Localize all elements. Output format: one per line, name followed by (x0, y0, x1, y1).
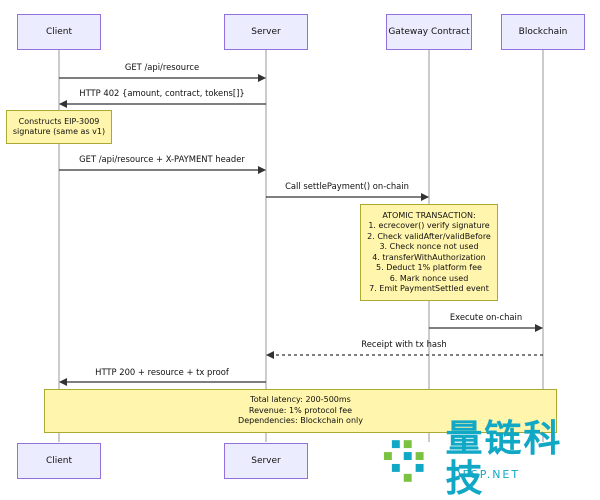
note-line: 5. Deduct 1% platform fee (376, 263, 482, 272)
note-line: Dependencies: Blockchain only (238, 416, 363, 426)
actor-server-bottom: Server (224, 443, 308, 479)
actor-server-top: Server (224, 14, 308, 50)
note-atomic-transaction: ATOMIC TRANSACTION: 1. ecrecover() verif… (360, 204, 498, 301)
actor-client-bottom: Client (17, 443, 101, 479)
note-line: 3. Check nonce not used (379, 242, 479, 251)
message-label: GET /api/resource (124, 62, 200, 72)
note-line: signature (same as v1) (12, 127, 106, 136)
note-client-signature: Constructs EIP-3009 signature (same as v… (6, 110, 112, 144)
note-line: Total latency: 200-500ms (250, 395, 351, 405)
note-line: Constructs EIP-3009 (18, 116, 100, 126)
message-label: Execute on-chain (449, 312, 523, 322)
actor-gateway-top: Gateway Contract (386, 14, 472, 50)
note-line: ATOMIC TRANSACTION: (382, 210, 476, 220)
note-line: Revenue: 1% protocol fee (248, 405, 353, 415)
watermark-domain: QFSP.NET (452, 468, 521, 481)
message-label: HTTP 200 + resource + tx proof (95, 367, 229, 377)
watermark-logo-icon (383, 439, 424, 482)
watermark-brand: 量链科技 (445, 416, 563, 500)
actor-blockchain-top: Blockchain (501, 14, 585, 50)
note-line: 2. Check validAfter/validBefore (367, 231, 491, 241)
message-label: Call settlePayment() on-chain (285, 181, 409, 191)
message-label: HTTP 402 {amount, contract, tokens[]} (79, 88, 245, 98)
note-summary: Total latency: 200-500ms Revenue: 1% pro… (44, 389, 557, 433)
note-line: 4. transferWithAuthorization (372, 252, 486, 262)
message-label: Receipt with tx hash (361, 339, 447, 349)
note-line: 7. Emit PaymentSettled event (369, 284, 489, 293)
note-line: 6. Mark nonce used (389, 273, 469, 283)
actor-client-top: Client (17, 14, 101, 50)
message-label: GET /api/resource + X-PAYMENT header (79, 154, 245, 164)
note-line: 1. ecrecover() verify signature (368, 221, 490, 230)
